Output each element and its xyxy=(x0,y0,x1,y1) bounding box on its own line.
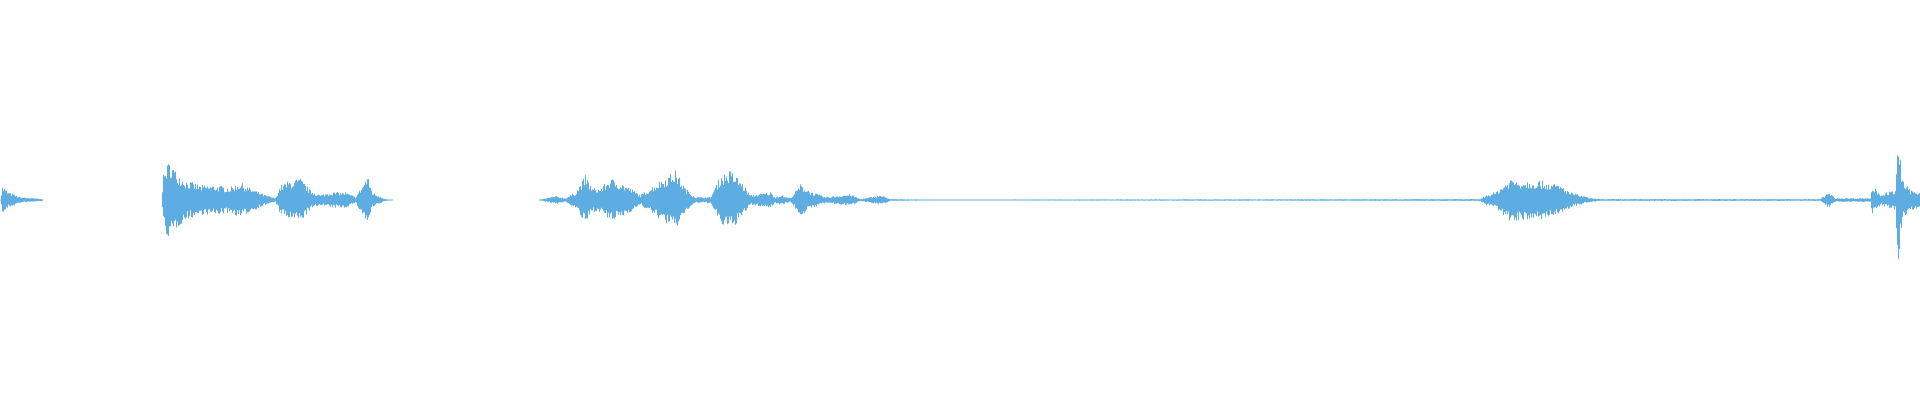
waveform-path xyxy=(0,155,1920,259)
